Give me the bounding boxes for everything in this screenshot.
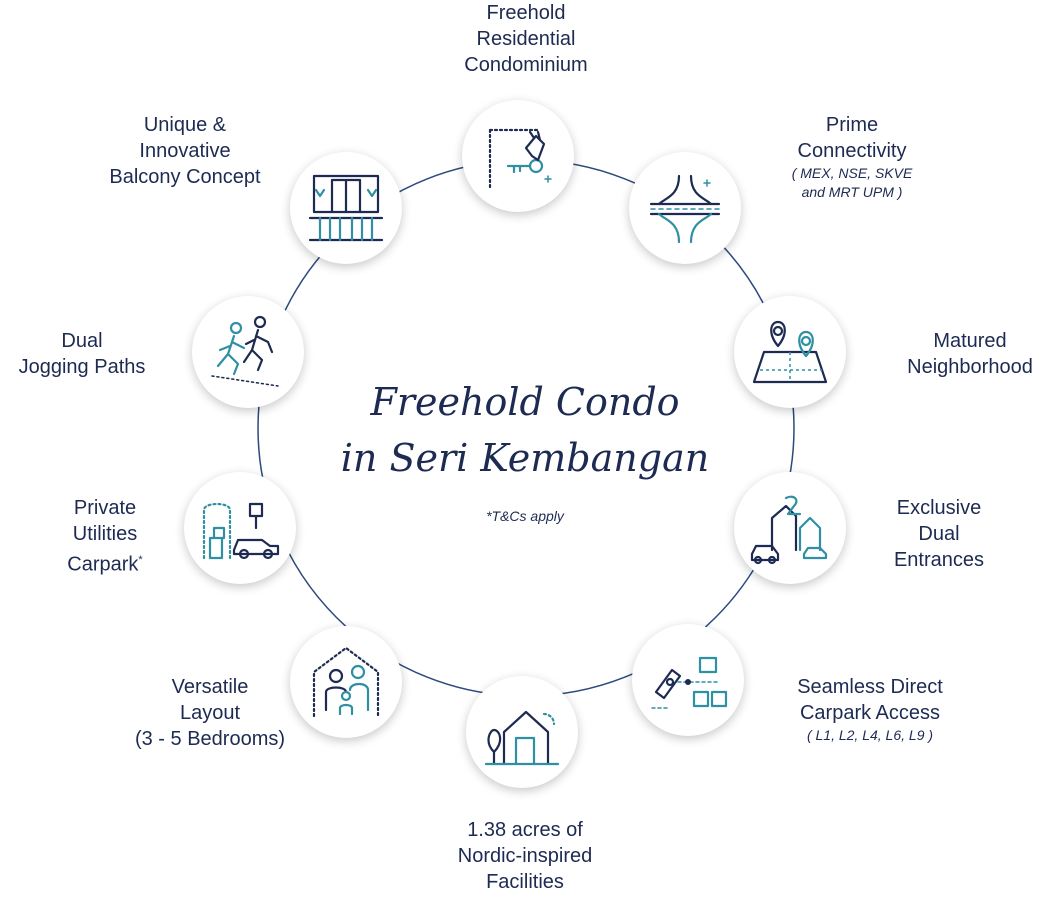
utilities-label: Private Utilities Carpark* <box>67 497 143 576</box>
freehold-label: Freehold Residential Condominium <box>464 2 588 76</box>
connectivity-node <box>629 152 741 264</box>
jogging-node <box>192 296 304 408</box>
title-line-2: in Seri Kembangan <box>340 436 710 480</box>
jogging-people-icon <box>211 315 279 387</box>
dual-entrance-icon <box>750 495 828 565</box>
map-pin-icon <box>752 320 828 384</box>
terms-note: *T&Cs apply <box>486 508 564 524</box>
entrances-node <box>734 472 846 584</box>
facilities-label: 1.38 acres of Nordic-inspired Facilities <box>457 819 593 893</box>
connectivity-label: Prime Connectivity ( MEX, NSE, SKVE and … <box>791 114 913 200</box>
neighborhood-node <box>734 296 846 408</box>
neighborhood-label: Matured Neighborhood <box>907 330 1033 378</box>
facilities-node <box>466 676 578 788</box>
jogging-label: Dual Jogging Paths <box>18 330 146 378</box>
carpark-access-icon <box>651 656 728 709</box>
key-hand-icon <box>488 128 552 192</box>
family-home-icon <box>312 646 380 718</box>
balcony-node <box>290 152 402 264</box>
utilities-carpark-icon <box>202 502 280 560</box>
layout-node <box>290 626 402 738</box>
balcony-label: Unique & Innovative Balcony Concept <box>109 114 261 188</box>
freehold-node <box>462 100 574 212</box>
entrances-label: Exclusive Dual Entrances <box>893 497 985 571</box>
highway-interchange-icon <box>649 174 721 244</box>
carpark-access-label: Seamless Direct Carpark Access ( L1, L2,… <box>797 676 943 743</box>
utilities-node <box>184 472 296 584</box>
nordic-house-icon <box>484 710 560 766</box>
diagram-title: Freehold Condo in Seri Kembangan <box>300 374 750 486</box>
carpark-access-node <box>632 624 744 736</box>
balcony-icon <box>308 174 384 242</box>
title-line-1: Freehold Condo <box>370 380 680 424</box>
layout-label: Versatile Layout (3 - 5 Bedrooms) <box>134 676 286 750</box>
